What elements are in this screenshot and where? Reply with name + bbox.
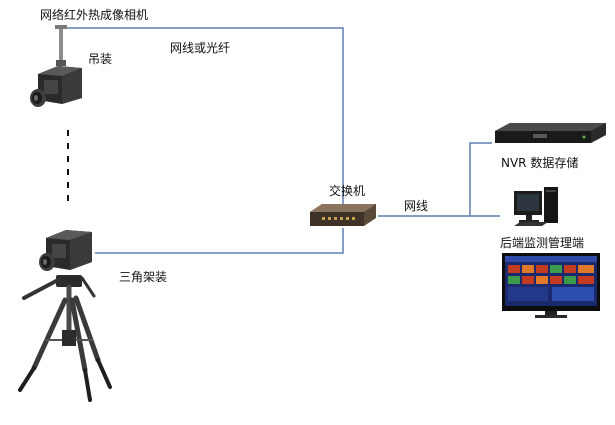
backend-monitor-label: 后端监测管理端 [500, 236, 585, 250]
thermal-camera-icon-top [30, 66, 82, 107]
thermal-camera-icon-bottom [39, 230, 92, 271]
network-switch-icon [310, 204, 376, 226]
hanging-mount-label: 吊装 [88, 52, 113, 66]
tripod-icon [18, 275, 112, 402]
camera-title-label: 网络红外热成像相机 [40, 8, 149, 22]
nvr-recorder-icon [495, 123, 606, 143]
hanging-pole-icon [55, 25, 67, 66]
fiber-line-bottom [95, 228, 344, 254]
switch-label: 交换机 [329, 184, 366, 198]
tripod-mount-label: 三角架装 [119, 270, 168, 284]
nvr-storage-label: NVR 数据存储 [501, 156, 579, 170]
desktop-computer-icon [514, 187, 558, 226]
connection-lines [62, 27, 500, 254]
network-cable-label: 网线 [404, 199, 429, 213]
cable-switch-to-backend [378, 142, 492, 217]
fiber-line-top [62, 27, 344, 205]
fiber-label: 网线或光纤 [170, 41, 231, 55]
monitoring-screen-icon [502, 253, 600, 318]
